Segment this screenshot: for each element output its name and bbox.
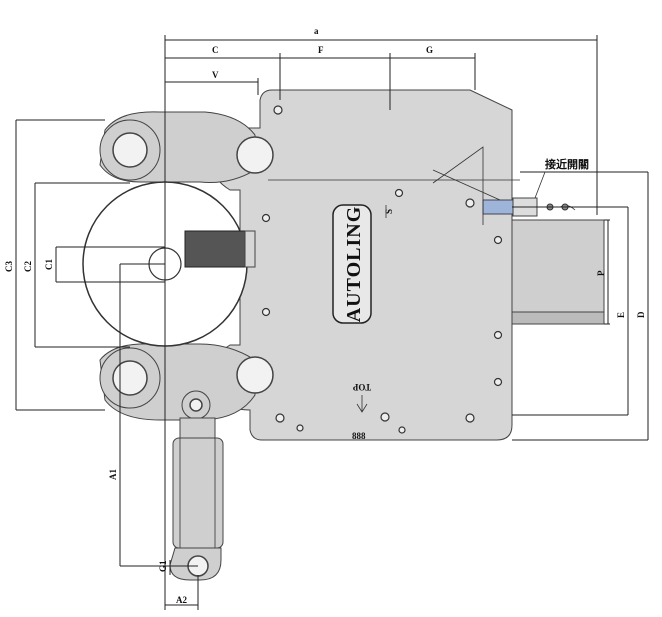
sensor-housing-base: [511, 311, 605, 325]
switch-cable: [537, 205, 576, 211]
guide-triangle: [432, 146, 484, 225]
bolt: [261, 213, 271, 223]
bolt: [296, 424, 304, 432]
orientation-text: TOP: [352, 382, 371, 392]
dim-label-c2: C2: [23, 261, 33, 272]
dim-label-e: E: [616, 312, 626, 318]
bolt: [493, 330, 503, 340]
dim-label-total: a: [314, 26, 319, 36]
sensor-leader: [534, 171, 546, 199]
bolt: [380, 412, 390, 422]
cylinder-top-pin: [189, 398, 203, 412]
dim-label-s: S: [384, 209, 394, 214]
bolt: [261, 307, 271, 317]
dim-label-c1: C1: [44, 259, 54, 270]
sensor-label: 接近開關: [545, 157, 589, 171]
slide-block: [184, 230, 246, 268]
bolt: [398, 426, 406, 434]
brand-text: AUTOLING: [343, 206, 365, 323]
bolt: [493, 235, 503, 245]
dim-label-g1: G1: [158, 560, 168, 572]
dim-label-g: G: [426, 45, 433, 55]
body-hole-top: [236, 136, 274, 174]
dim-label-a2: A2: [176, 595, 187, 605]
dim-label-v: V: [212, 70, 219, 80]
cylinder-body: [172, 437, 224, 549]
proximity-switch: [482, 199, 514, 215]
dim-label-d: D: [636, 311, 646, 318]
bolt: [465, 198, 475, 208]
upper-roller-hole: [112, 132, 148, 168]
dim-label-f: F: [318, 45, 324, 55]
cylinder-cap: [179, 417, 216, 439]
bolt: [275, 413, 285, 423]
dim-label-p: P: [596, 270, 606, 276]
brand-plate: [332, 204, 372, 324]
slide-block-end: [244, 230, 256, 268]
sensor-housing: [511, 219, 605, 325]
dim-label-a1: A1: [108, 469, 118, 480]
dim-label-c3: C3: [4, 261, 14, 272]
dim-label-c: C: [212, 45, 219, 55]
orientation-arrow-icon: [356, 395, 368, 413]
guide-line: [432, 169, 501, 201]
body-hole-bottom: [236, 356, 274, 394]
bolt: [273, 105, 283, 115]
plate-text: 888: [352, 431, 366, 441]
bolt: [394, 188, 404, 198]
bolt: [465, 413, 475, 423]
lower-roller-hole: [112, 360, 148, 396]
bolt: [493, 377, 503, 387]
